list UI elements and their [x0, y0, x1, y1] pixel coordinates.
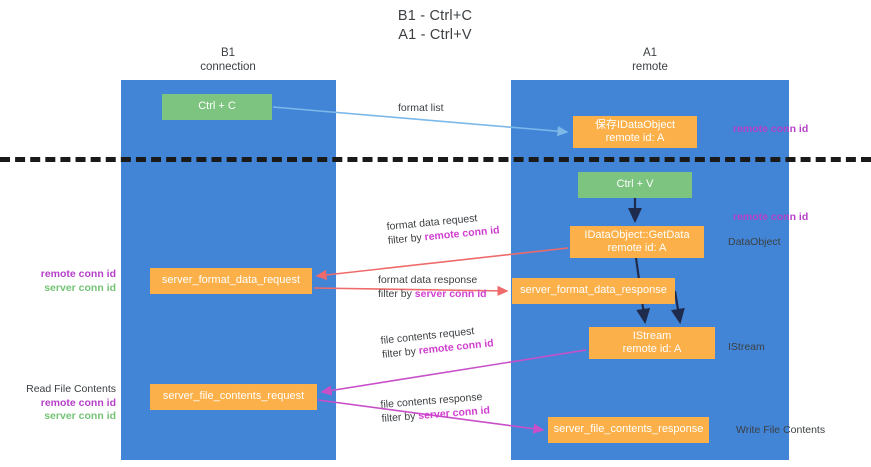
node-server-file-contents-request[interactable]: server_file_contents_request	[150, 384, 317, 410]
left-label-read-file-contents: Read File Contents	[26, 383, 116, 395]
edge-label-format-data-response-text: format data response	[378, 274, 478, 286]
column-header-b1: B1 connection	[158, 46, 298, 74]
side-label-remote-conn-id-top: remote conn id	[733, 123, 809, 135]
side-label-write-file-contents: Write File Contents	[736, 424, 826, 436]
page-title-line1: B1 - Ctrl+C	[397, 8, 473, 24]
phase-divider	[0, 157, 871, 162]
node-idataobject-getdata[interactable]: IDataObject::GetData remote id: A	[570, 226, 704, 258]
edge-format-data-response	[313, 285, 509, 296]
left-label-group-2: Read File Contents remote conn id server…	[0, 383, 116, 424]
column-header-b1-line2: connection	[200, 61, 256, 73]
edge-format-list	[272, 106, 569, 137]
filter-value-server-conn-id: server conn id	[414, 288, 487, 300]
node-ctrl-v[interactable]: Ctrl + V	[578, 172, 692, 198]
column-header-a1-line1: A1	[642, 47, 658, 59]
edge-format-data-request	[315, 247, 569, 281]
node-server-format-data-response-label: server_format_data_response	[520, 284, 667, 297]
edge-file-contents-request	[320, 349, 587, 396]
left-label-remote-conn-id-1: remote conn id	[40, 268, 116, 280]
node-idataobject[interactable]: 保存IDataObject remote id: A	[573, 116, 697, 148]
node-server-format-data-request-label: server_format_data_request	[161, 274, 301, 287]
node-idataobject-getdata-label: IDataObject::GetData	[584, 228, 690, 241]
node-ctrl-v-label: Ctrl + V	[616, 178, 654, 191]
node-idataobject-label: 保存IDataObject	[594, 118, 676, 131]
left-label-server-conn-id-1: server conn id	[44, 281, 116, 294]
side-label-dataobject: DataObject	[728, 236, 781, 248]
node-ctrl-c[interactable]: Ctrl + C	[162, 94, 272, 120]
edge-label-format-list-text: format list	[398, 102, 444, 114]
edge-label-format-list: format list	[398, 101, 444, 115]
node-server-file-contents-request-label: server_file_contents_request	[162, 390, 305, 403]
column-header-a1: A1 remote	[580, 46, 720, 74]
node-idataobject-remote-id: remote id: A	[605, 132, 665, 144]
column-header-a1-line2: remote	[632, 61, 668, 73]
page-title: B1 - Ctrl+C A1 - Ctrl+V	[275, 7, 595, 45]
left-label-remote-conn-id-2: remote conn id	[40, 396, 116, 409]
edge-label-format-data-response: format data response filter by server co…	[378, 273, 487, 301]
node-server-file-contents-response[interactable]: server_file_contents_response	[548, 417, 709, 443]
left-label-group-1: remote conn id server conn id	[0, 268, 116, 295]
node-server-file-contents-response-label: server_file_contents_response	[553, 423, 704, 436]
edge-response-to-istream	[670, 290, 685, 325]
edge-label-format-data-response-filter: filter by server conn id	[378, 288, 487, 300]
edge-file-contents-response	[317, 399, 545, 434]
node-istream-remote-id: remote id: A	[622, 343, 682, 355]
side-label-istream: IStream	[728, 341, 765, 353]
left-label-server-conn-id-2: server conn id	[44, 410, 116, 422]
side-label-remote-conn-id-mid: remote conn id	[733, 211, 809, 223]
column-header-b1-line1: B1	[220, 47, 236, 59]
node-idataobject-getdata-remote-id: remote id: A	[607, 242, 667, 254]
page-title-line2: A1 - Ctrl+V	[398, 27, 472, 43]
node-istream[interactable]: IStream remote id: A	[589, 327, 715, 359]
node-istream-label: IStream	[632, 329, 672, 342]
node-server-format-data-request[interactable]: server_format_data_request	[150, 268, 312, 294]
node-ctrl-c-label: Ctrl + C	[198, 100, 236, 113]
node-server-format-data-response[interactable]: server_format_data_response	[512, 278, 675, 304]
